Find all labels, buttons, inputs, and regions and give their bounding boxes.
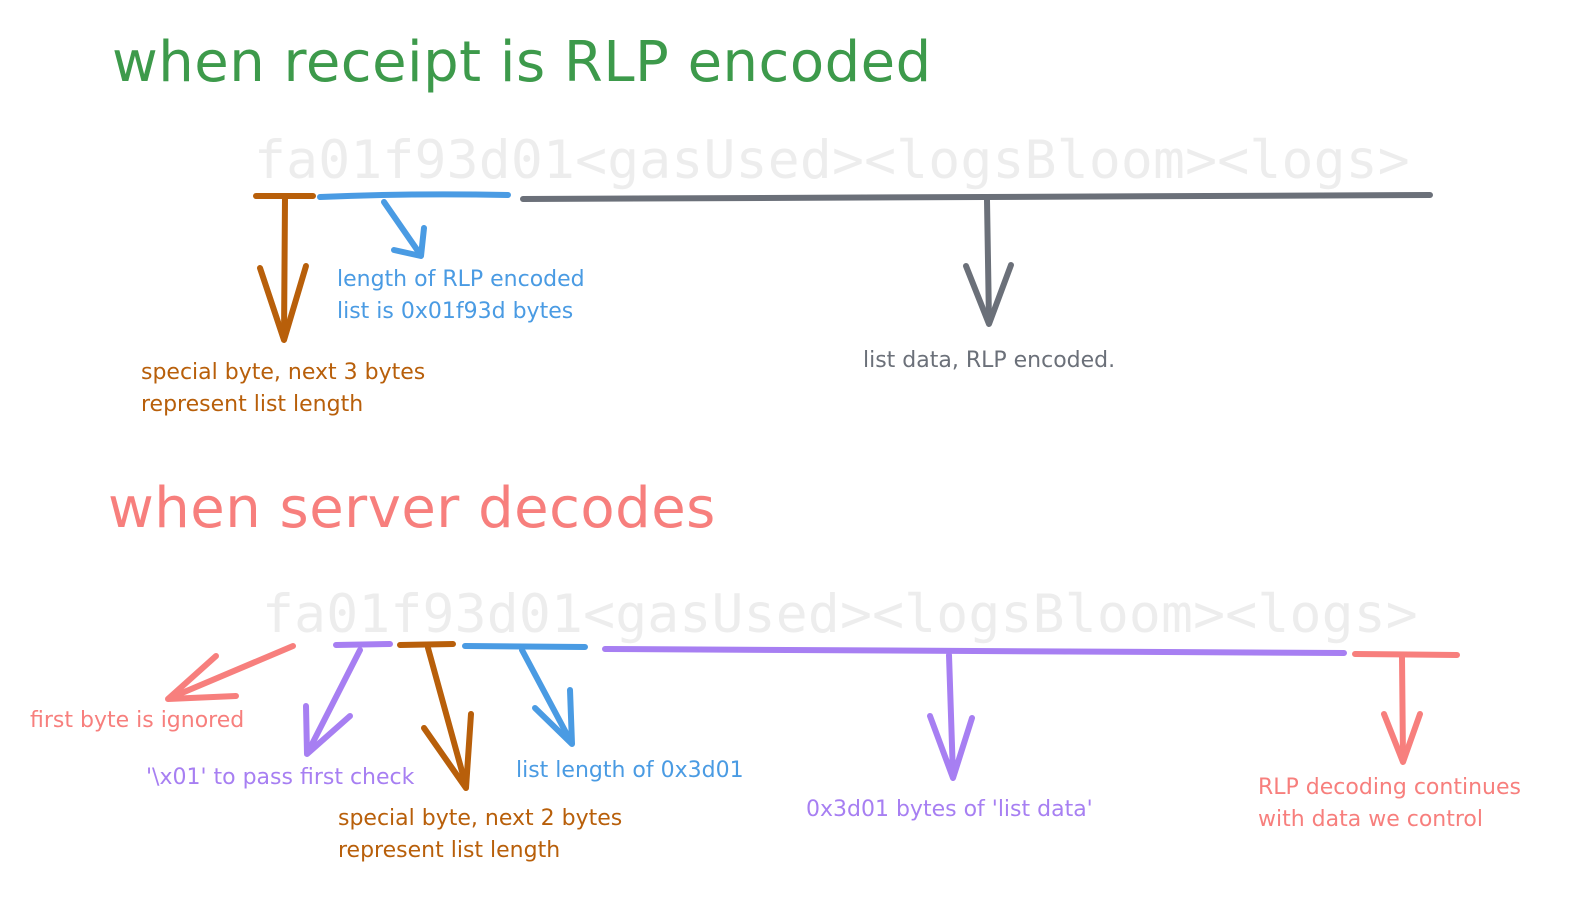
list-length-marker	[462, 643, 588, 747]
special-byte-note: special byte, next 3 bytes represent lis…	[141, 357, 425, 421]
decode-section-title: when server decodes	[108, 476, 716, 541]
pass-check-note: '\x01' to pass first check	[146, 765, 415, 790]
encoded-section-title: when receipt is RLP encoded	[112, 30, 932, 95]
decoded-hex-string: fa01f93d01<gasUsed><logsBloom><logs>	[262, 584, 1418, 645]
continues-marker	[1352, 651, 1460, 765]
list-data-marker	[520, 192, 1433, 327]
pass-check-marker	[303, 641, 393, 757]
special-byte-note-text: special byte, next 3 bytes represent lis…	[141, 360, 426, 417]
length-note-text: length of RLP encoded list is 0x01f93d b…	[337, 267, 585, 324]
continues-note-text: RLP decoding continues with data we cont…	[1258, 775, 1521, 832]
special-byte-2-marker	[397, 641, 474, 791]
list-data-2-note: 0x3d01 bytes of 'list data'	[806, 797, 1093, 822]
encoded-hex-string: fa01f93d01<gasUsed><logsBloom><logs>	[254, 130, 1410, 191]
list-data-2-marker	[602, 646, 1347, 781]
special-byte-marker	[253, 193, 316, 343]
special-byte-2-note: special byte, next 2 bytes represent lis…	[338, 803, 622, 867]
first-byte-arrow	[165, 643, 296, 702]
first-byte-note: first byte is ignored	[30, 708, 245, 733]
continues-note: RLP decoding continues with data we cont…	[1258, 772, 1521, 836]
special-byte-2-note-text: special byte, next 2 bytes represent lis…	[338, 806, 623, 863]
list-length-note: list length of 0x3d01	[516, 758, 744, 783]
length-marker	[317, 191, 511, 259]
length-note: length of RLP encoded list is 0x01f93d b…	[337, 264, 585, 328]
list-data-note: list data, RLP encoded.	[863, 348, 1116, 373]
